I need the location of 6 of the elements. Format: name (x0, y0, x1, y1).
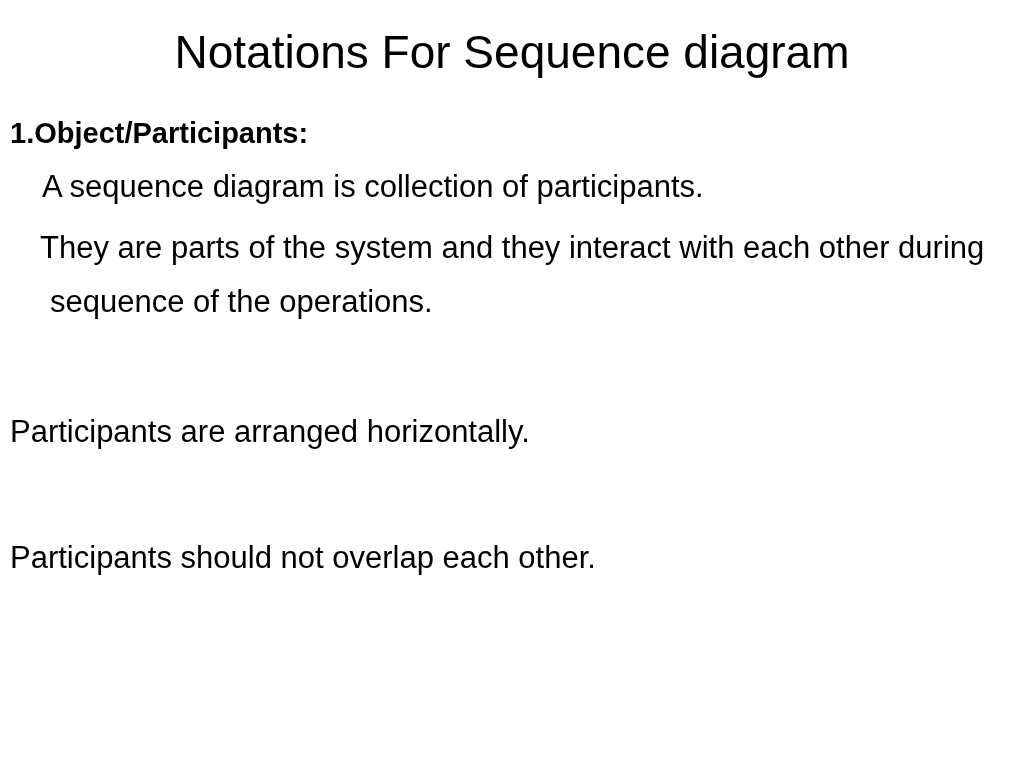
body-text: Participants should not overlap each other. (10, 539, 597, 577)
body-text: They are parts of the system and they interact with each other during sequence of the operations. (42, 229, 986, 321)
section-heading: 1.Object/Participants: (10, 116, 310, 151)
body-text: A sequence diagram is collection of participants. (42, 168, 705, 206)
slide-title: Notations For Sequence diagram (173, 25, 851, 80)
body-text: Participants are arranged horizontally. (10, 413, 531, 451)
